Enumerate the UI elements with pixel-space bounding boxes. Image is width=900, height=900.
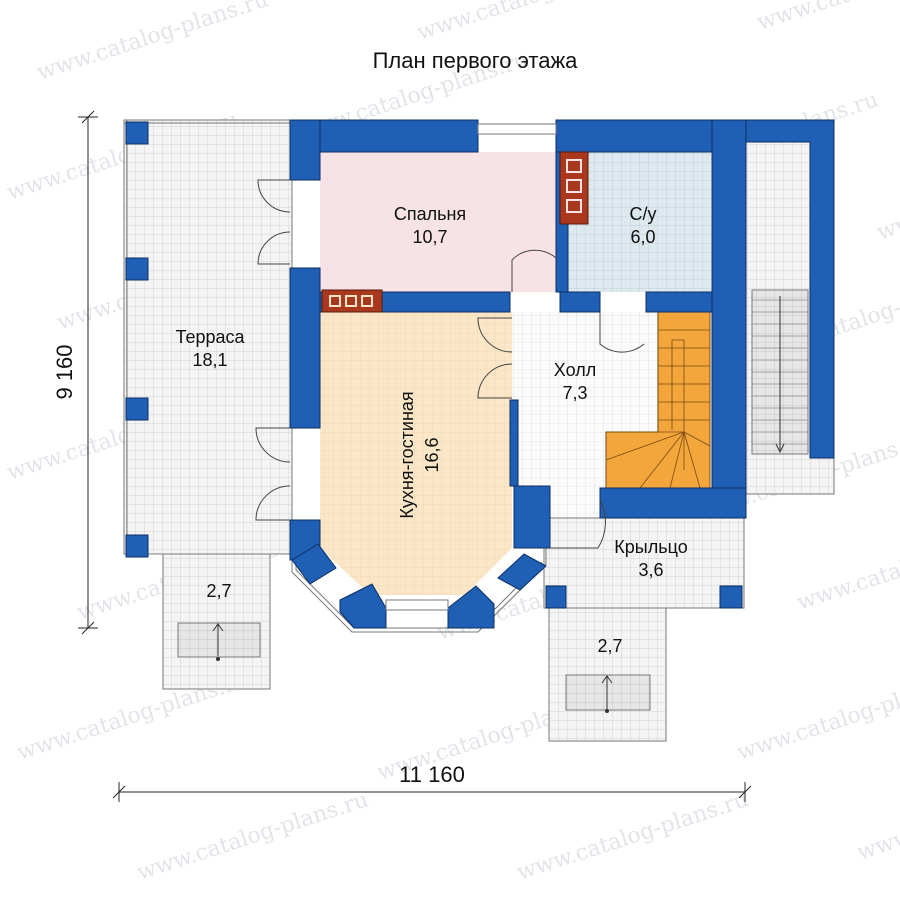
watermark-text: www.catalog-plans.ru — [414, 0, 651, 46]
plan-title: План первого этажа — [373, 48, 579, 73]
room-area-terrace: 18,1 — [192, 350, 227, 370]
watermark-text: www.catalog-plans.ru — [134, 787, 371, 885]
room-name-bathroom: С/у — [630, 204, 657, 224]
watermark-text: www.catalog-plans.ru — [754, 0, 900, 36]
terrace-steps-area-label: 2,7 — [206, 581, 231, 601]
watermark-text: www.catalog-plans.ru — [794, 517, 900, 615]
stove — [321, 151, 589, 313]
windows — [385, 123, 557, 611]
watermark-text: www.catalog-plans.ru — [34, 0, 271, 86]
porch-floor — [543, 517, 745, 609]
watermark-text: www.catalog-plans.ru — [734, 667, 900, 765]
room-name-bedroom: Спальня — [394, 204, 466, 224]
room-area-kitchen: 16,6 — [422, 437, 442, 472]
dimension-lines — [78, 110, 752, 802]
watermark-text: www.catalog-plans.ru — [514, 787, 751, 885]
terrace-columns — [125, 121, 149, 558]
room-area-porch: 3,6 — [638, 560, 663, 580]
terrace-steps — [177, 622, 261, 658]
walls — [289, 119, 747, 629]
terrace-steps-area — [162, 553, 271, 690]
room-name-terrace: Терраса — [175, 327, 245, 347]
doors — [255, 179, 645, 549]
porch-columns — [545, 585, 743, 609]
dimension-width: 11 160 — [399, 762, 465, 787]
room-name-hall: Холл — [554, 360, 596, 380]
bedroom-floor — [320, 152, 558, 292]
kitchen-floor — [320, 312, 512, 595]
watermark-text: www.catalog-plans.ru — [874, 147, 900, 245]
watermark-text: www.catalog-plans.ru — [854, 767, 900, 865]
room-area-hall: 7,3 — [562, 383, 587, 403]
porch-steps — [565, 674, 651, 711]
terrace-floor — [123, 119, 293, 555]
room-name-kitchen: Кухня-гостиная — [397, 391, 417, 518]
room-name-porch: Крыльцо — [614, 537, 687, 557]
bathroom-floor — [568, 152, 711, 292]
bay-window — [291, 548, 547, 633]
porch-steps-area-label: 2,7 — [597, 636, 622, 656]
room-area-bathroom: 6,0 — [630, 227, 655, 247]
dimension-height: 9 160 — [52, 344, 77, 399]
room-area-bedroom: 10,7 — [412, 227, 447, 247]
